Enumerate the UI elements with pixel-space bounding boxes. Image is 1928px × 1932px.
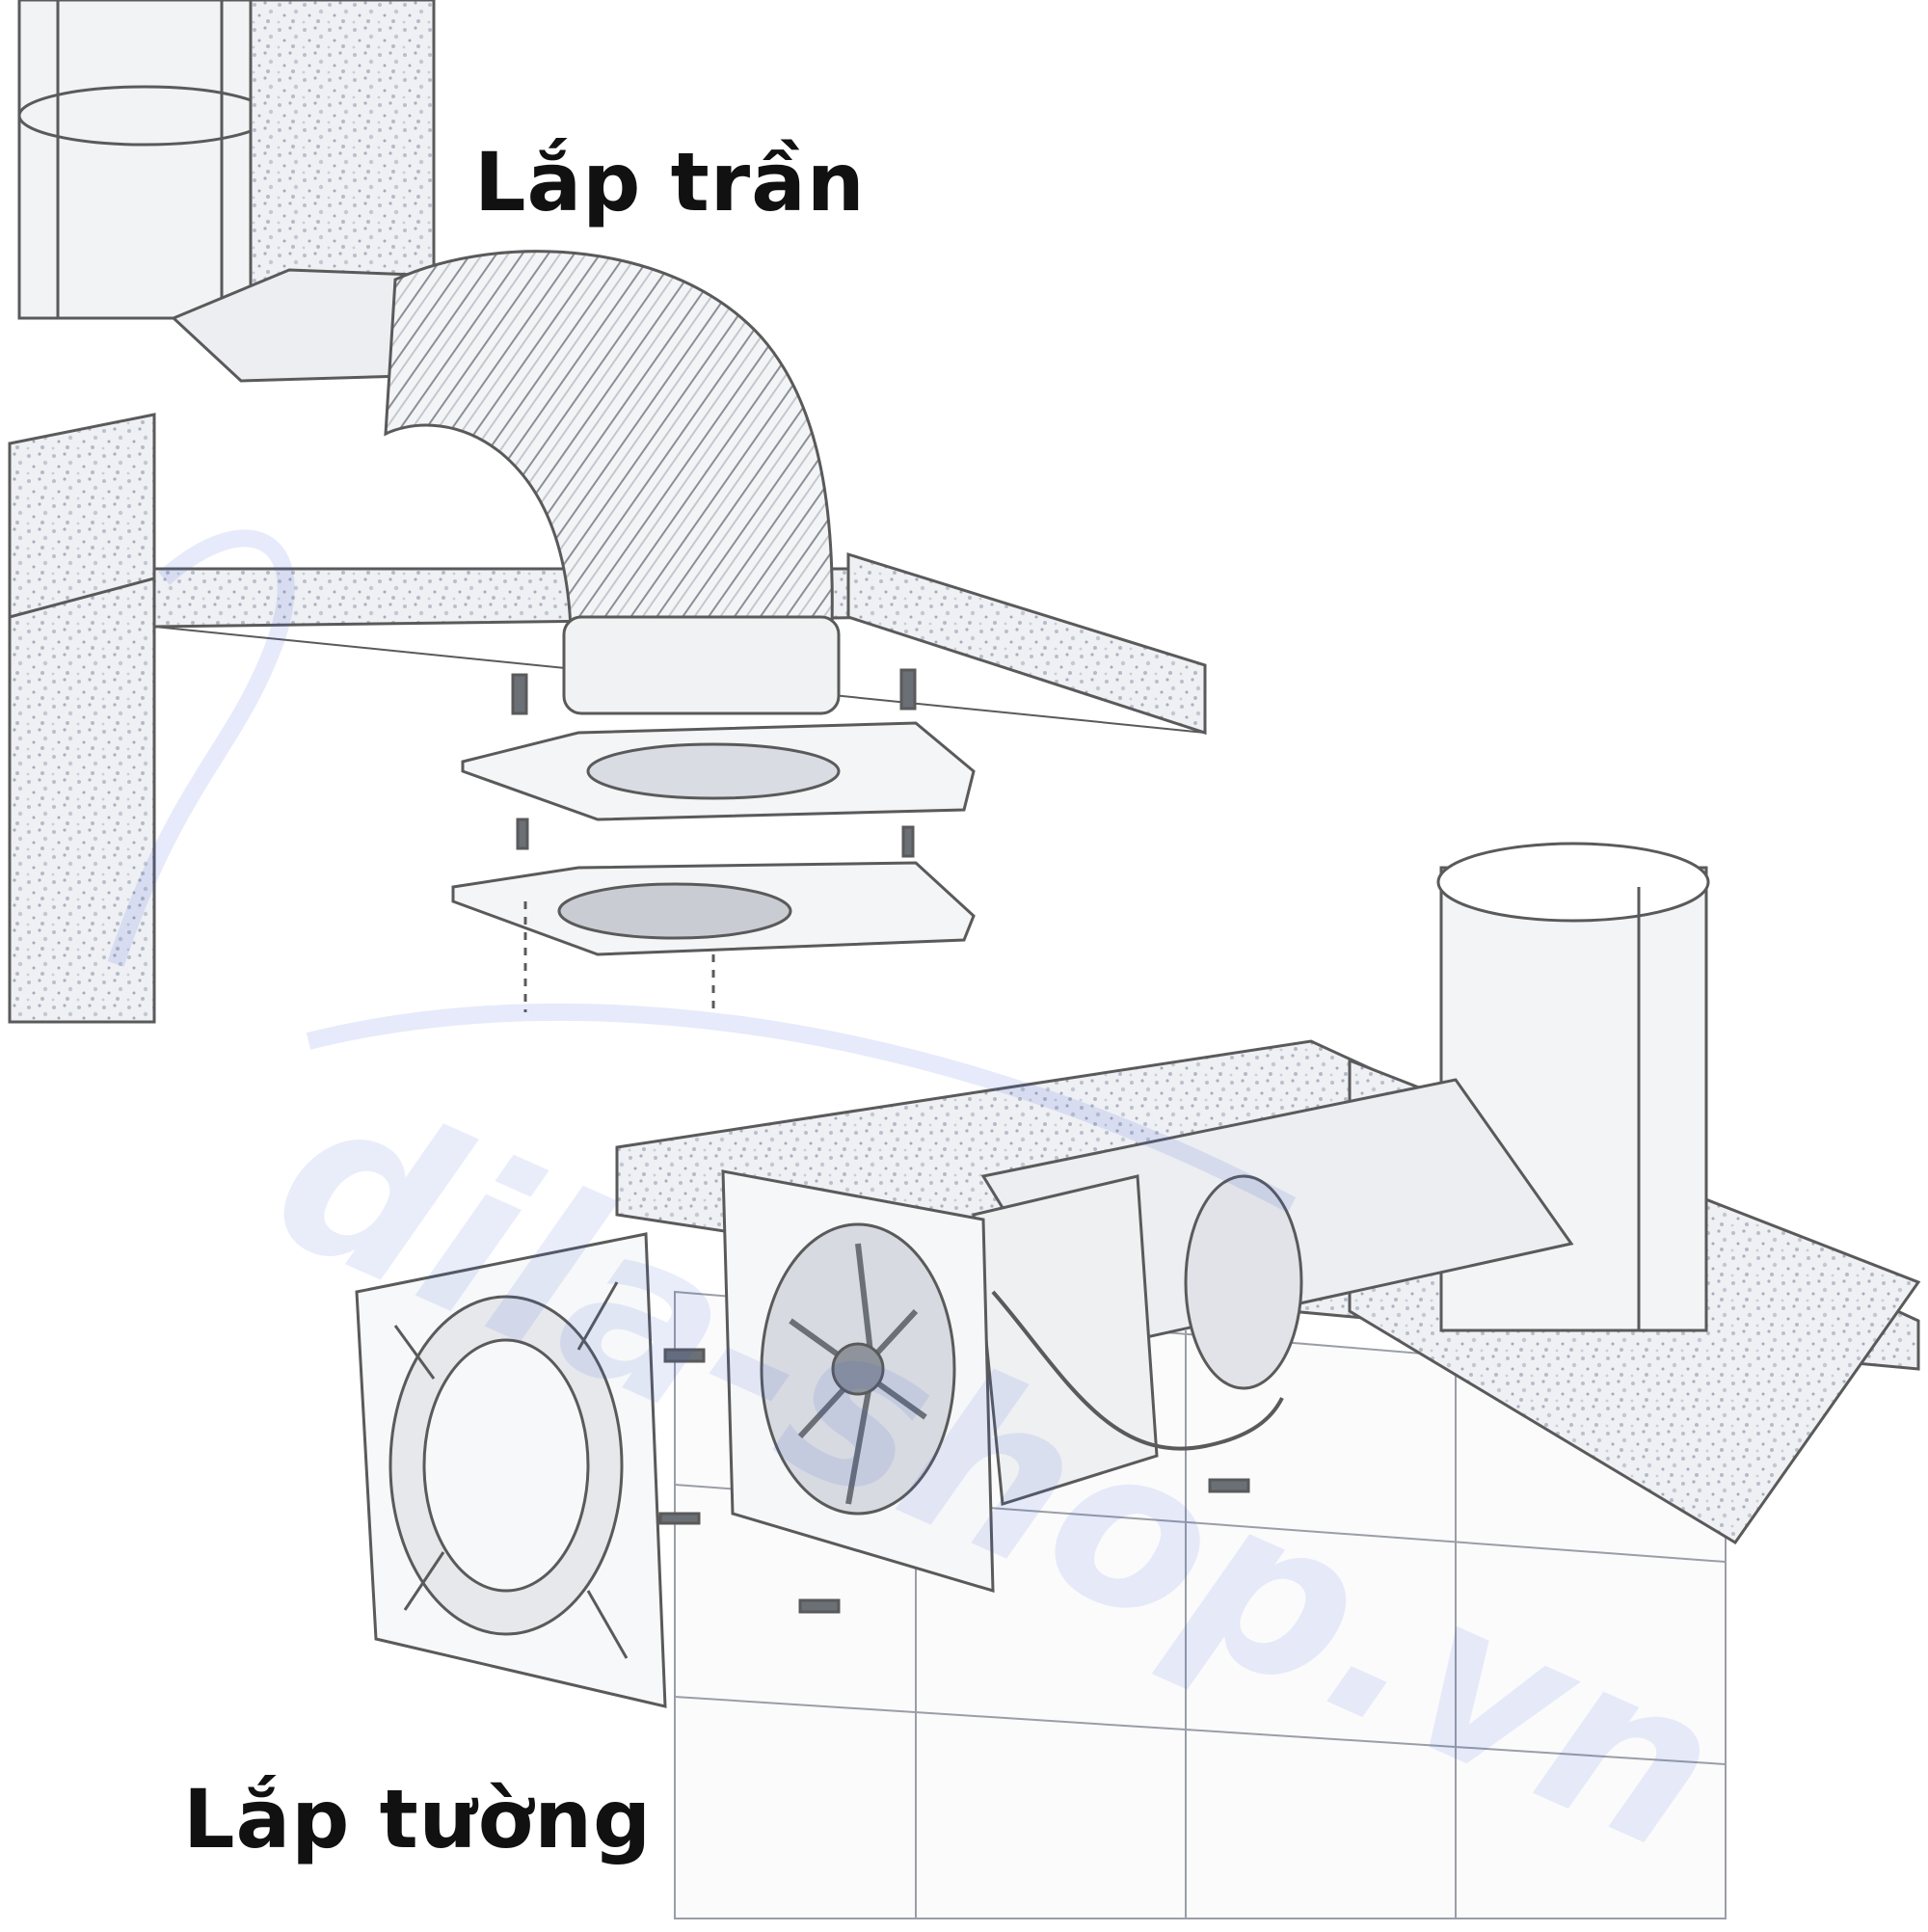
ceiling-screws <box>511 668 917 858</box>
power-wire <box>991 1290 1284 1451</box>
flexible-duct-hose <box>384 250 834 706</box>
ceiling-section <box>8 0 1207 1024</box>
wall-section <box>355 842 1921 1919</box>
fan-body <box>721 1169 995 1594</box>
ceiling-mount-label: Lắp trần <box>474 135 866 229</box>
wall-mount-label: Lắp tường <box>183 1772 653 1866</box>
vertical-duct-pipe <box>17 0 272 320</box>
front-grille-cover <box>355 1232 667 1708</box>
watermark-logo <box>107 529 1297 1213</box>
ceiling-concrete-upper <box>249 0 436 291</box>
vertical-outlet-pipe <box>1436 842 1710 1332</box>
fan-motor-cylinder <box>972 1174 1159 1506</box>
